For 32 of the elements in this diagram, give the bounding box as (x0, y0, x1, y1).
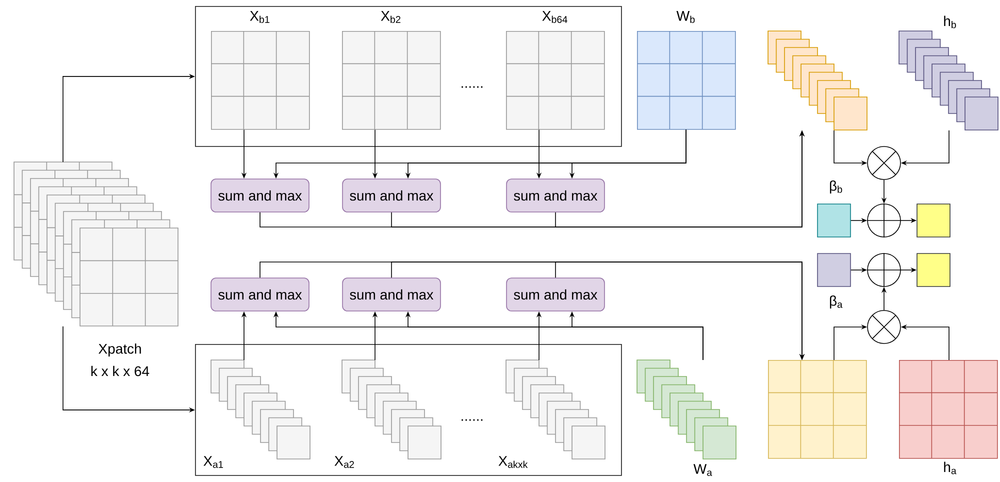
matrix-label: h$_{a}$ (944, 462, 956, 474)
matrix-label: β$_{b}$ (830, 180, 842, 194)
multiply-symbol (867, 146, 901, 180)
matrix-label: h$_{b}$ (944, 16, 956, 28)
container-box (195, 6, 622, 147)
multiply-symbol (867, 310, 901, 344)
matrix-label: X$_{a1}$ (204, 456, 223, 468)
square-box (916, 204, 950, 238)
operation-box: sum and max (210, 278, 310, 312)
grid-matrix (768, 360, 867, 459)
add-symbol (866, 252, 902, 288)
matrix-label: W$_{b}$ (676, 11, 695, 23)
operation-box: sum and max (342, 178, 441, 212)
operation-box: sum and max (210, 178, 310, 212)
operation-box: sum and max (506, 178, 605, 212)
matrix-label: W$_{a}$ (694, 464, 712, 476)
matrix-label: β$_{a}$ (830, 295, 843, 309)
add-symbol (866, 203, 902, 238)
matrix-stack-drawing (768, 30, 868, 130)
operation-box: sum and max (506, 278, 605, 312)
matrix-label: X$_{b64}$ (542, 11, 568, 23)
matrix-label: k x k x 64 (91, 366, 150, 376)
ellipsis: ...... (462, 419, 482, 421)
ellipsis: ...... (462, 86, 482, 88)
matrix-label: Xpatch (98, 343, 141, 357)
square-box (916, 253, 950, 287)
container-box (195, 344, 622, 476)
matrix-label: X$_{a2}$ (334, 456, 354, 468)
matrix-label: X$_{b2}$ (380, 11, 400, 23)
matrix-label: X$_{akxk}$ (498, 456, 528, 468)
operation-box: sum and max (342, 278, 441, 312)
matrix-label: X$_{b1}$ (250, 11, 270, 23)
